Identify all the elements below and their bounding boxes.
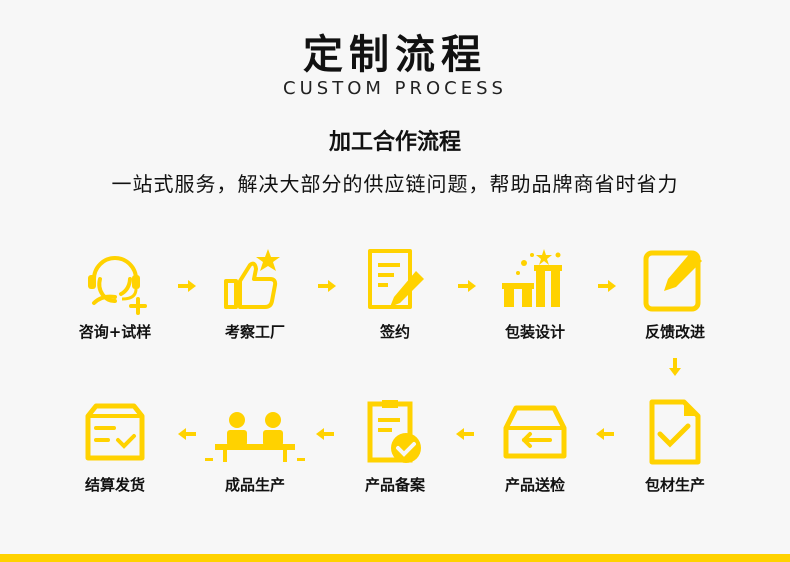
step-label: 包材生产 xyxy=(644,476,705,494)
step-label: 咨询+试样 xyxy=(78,323,152,341)
arrow-left-icon xyxy=(596,428,614,440)
arrow-right-icon xyxy=(458,280,476,292)
step-consult: 咨询+试样 xyxy=(55,245,175,342)
document-check-icon xyxy=(649,399,701,465)
step-sign-contract: 签约 xyxy=(335,245,455,342)
section-description: 一站式服务，解决大部分的供应链问题，帮助品牌商省时省力 xyxy=(111,172,679,196)
page-title: 定制流程 xyxy=(303,32,487,78)
step-feedback-improve: 反馈改进 xyxy=(615,245,735,342)
contract-icon xyxy=(368,249,424,309)
step-label: 成品生产 xyxy=(224,476,285,494)
customer-service-icon xyxy=(88,256,147,315)
step-label: 反馈改进 xyxy=(644,323,705,341)
clipboard-check-icon xyxy=(367,400,421,463)
arrow-left-icon xyxy=(316,428,334,440)
thumbs-up-icon xyxy=(224,249,280,309)
step-product-filing: 产品备案 xyxy=(335,398,455,495)
arrow-left-icon xyxy=(456,428,474,440)
step-settlement-shipping: 结算发货 xyxy=(55,398,175,495)
step-label: 签约 xyxy=(379,323,410,341)
step-label: 包装设计 xyxy=(504,323,565,341)
inbox-icon xyxy=(503,405,567,459)
arrow-right-icon xyxy=(178,280,196,292)
arrow-right-icon xyxy=(318,280,336,292)
step-packaging-production: 包材生产 xyxy=(615,398,735,495)
arrow-down-icon xyxy=(669,358,681,376)
edit-icon xyxy=(643,250,702,312)
step-label: 产品送检 xyxy=(504,476,565,494)
step-package-design: 包装设计 xyxy=(475,245,595,342)
step-inspect-factory: 考察工厂 xyxy=(195,245,315,342)
page-title-english: CUSTOM PROCESS xyxy=(283,78,507,99)
shipping-box-icon xyxy=(85,403,145,461)
section-subtitle: 加工合作流程 xyxy=(328,130,461,155)
gift-box-icon xyxy=(502,249,562,307)
step-finished-production: 成品生产 xyxy=(195,398,315,495)
workers-icon xyxy=(205,412,305,462)
step-label: 产品备案 xyxy=(364,476,425,494)
bottom-accent-bar xyxy=(0,554,790,562)
step-product-inspection: 产品送检 xyxy=(475,398,595,495)
arrow-right-icon xyxy=(598,280,616,292)
arrow-left-icon xyxy=(178,428,196,440)
step-label: 结算发货 xyxy=(84,476,145,494)
step-label: 考察工厂 xyxy=(224,323,285,341)
